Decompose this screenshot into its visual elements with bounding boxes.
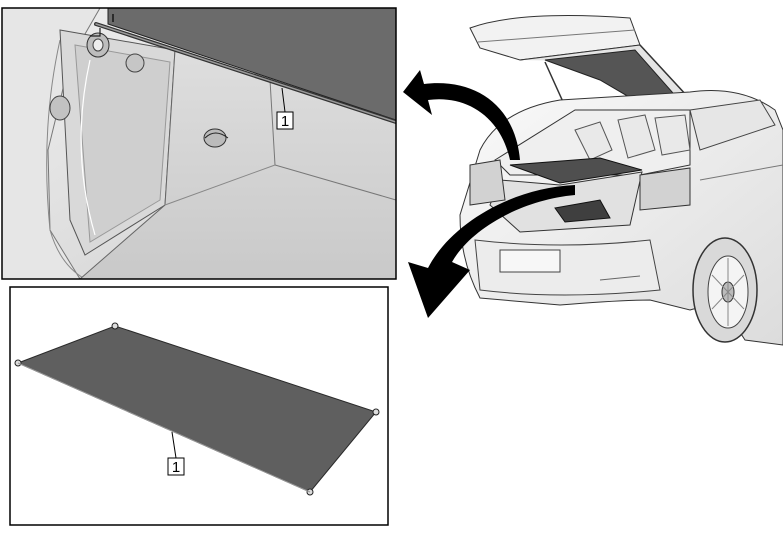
rear-wheel bbox=[692, 237, 758, 343]
curved-arrow-up-left-icon bbox=[403, 70, 520, 160]
trunk-cargo-cover bbox=[107, 8, 396, 121]
trunk-panel-border bbox=[1, 7, 397, 280]
cover-rod-end-pins bbox=[14, 322, 380, 496]
cover-detail-panel: 1 bbox=[9, 286, 389, 526]
trunk-detail-panel: 1 bbox=[1, 7, 397, 280]
curved-arrow-down-left-icon bbox=[408, 185, 575, 318]
callout-1-cover-label: 1 bbox=[172, 459, 180, 476]
callout-1-cover: 1 bbox=[167, 457, 185, 476]
hatchback-car bbox=[459, 15, 783, 346]
callout-1-trunk-label: 1 bbox=[281, 113, 289, 130]
callout-1-trunk: 1 bbox=[276, 111, 294, 130]
mounting-clip bbox=[86, 32, 110, 58]
car-cargo-cover bbox=[509, 157, 643, 184]
